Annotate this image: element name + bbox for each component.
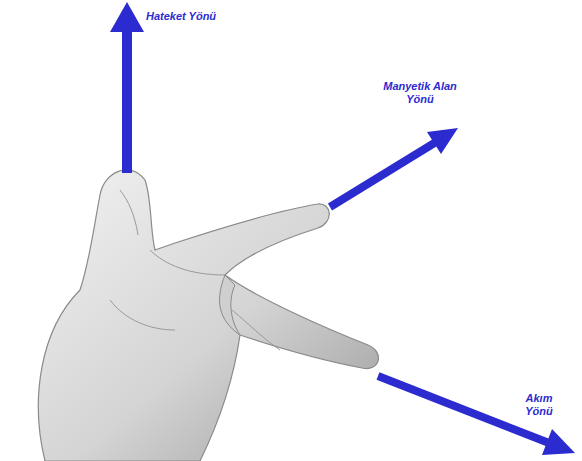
direction-label: Manyetik Alan Yönü	[380, 80, 460, 106]
arrow-head	[110, 2, 144, 32]
arrow-shaft	[378, 376, 549, 443]
direction-label: Akım Yönü	[512, 392, 566, 418]
direction-label: Hateket Yönü	[146, 10, 246, 23]
arrow-shaft	[330, 142, 436, 207]
arrow-shaft	[122, 28, 132, 173]
fold-finger	[220, 275, 240, 335]
arrow-head	[542, 429, 575, 455]
arrow-head	[427, 128, 458, 154]
finger-crease	[110, 190, 280, 350]
hand-shape	[38, 170, 378, 461]
